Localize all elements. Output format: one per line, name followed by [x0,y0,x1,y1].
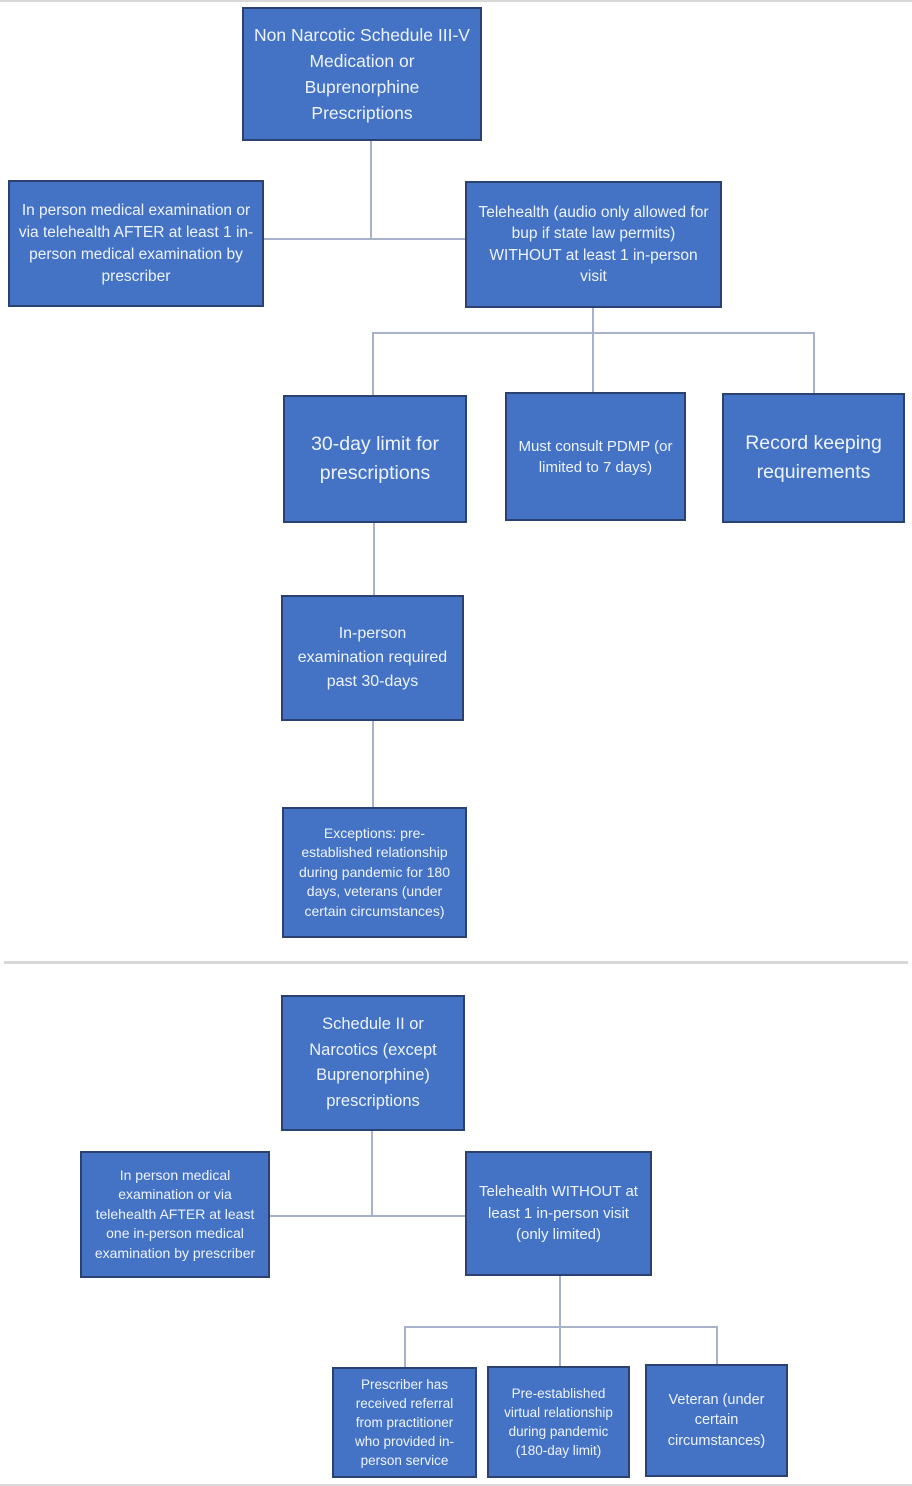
connector-level2b-horizontal [270,1215,465,1217]
node-in-person-exam-1: In person medical examination or via tel… [8,180,264,307]
connector-branch2-drop-middle [559,1326,561,1366]
node-record-keeping: Record keeping requirements [722,393,905,523]
node-telehealth-without-1: Telehealth (audio only allowed for bup i… [465,181,722,308]
node-non-narcotic-root: Non Narcotic Schedule III-V Medication o… [242,7,482,141]
connector-telehealth2-stub [559,1276,561,1327]
connector-inperson-to-exceptions [372,721,374,807]
connector-level2-horizontal [264,238,466,240]
connector-branch1-drop-right [813,332,815,393]
bottom-edge-line [0,1484,912,1486]
connector-telehealth1-stub [592,308,594,334]
node-telehealth-without-2: Telehealth WITHOUT at least 1 in-person … [465,1151,652,1276]
connector-branch2-drop-left [404,1326,406,1367]
connector-branch2-horizontal [404,1326,718,1328]
connector-branch2-drop-right [716,1326,718,1364]
node-schedule-ii-root: Schedule II or Narcotics (except Bupreno… [281,995,465,1131]
top-edge-line [0,0,912,2]
connector-root1-vertical [370,141,372,239]
node-referral: Prescriber has received referral from pr… [332,1367,477,1478]
connector-branch1-drop-left [372,332,374,395]
connector-root2-vertical [371,1131,373,1217]
node-in-person-past-30: In-person examination required past 30-d… [281,595,464,721]
node-pre-established-virtual: Pre-established virtual relationship dur… [487,1366,630,1478]
node-thirty-day-limit: 30-day limit for prescriptions [283,395,467,523]
node-veteran: Veteran (under certain circumstances) [645,1364,788,1477]
node-in-person-exam-2: In person medical examination or via tel… [80,1151,270,1278]
node-exceptions: Exceptions: pre-established relationship… [282,807,467,938]
connector-branch1-drop-middle [592,332,594,392]
node-pdmp: Must consult PDMP (or limited to 7 days) [505,392,686,521]
section-divider [4,961,908,964]
connector-thirtyday-to-inperson [373,523,375,595]
